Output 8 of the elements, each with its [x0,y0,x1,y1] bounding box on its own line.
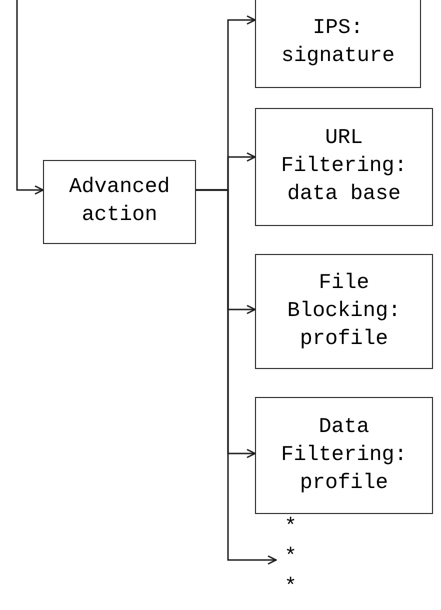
process-box: Advanced action [43,160,196,244]
process-box: URL Filtering: data base [255,108,433,226]
arrow [196,189,277,565]
arrow [16,0,44,195]
process-box: Data Filtering: profile [255,397,433,514]
process-box: File Blocking: profile [255,254,433,369]
process-box: IPS: signature [255,0,421,88]
ellipsis-text: * * * [284,512,297,604]
